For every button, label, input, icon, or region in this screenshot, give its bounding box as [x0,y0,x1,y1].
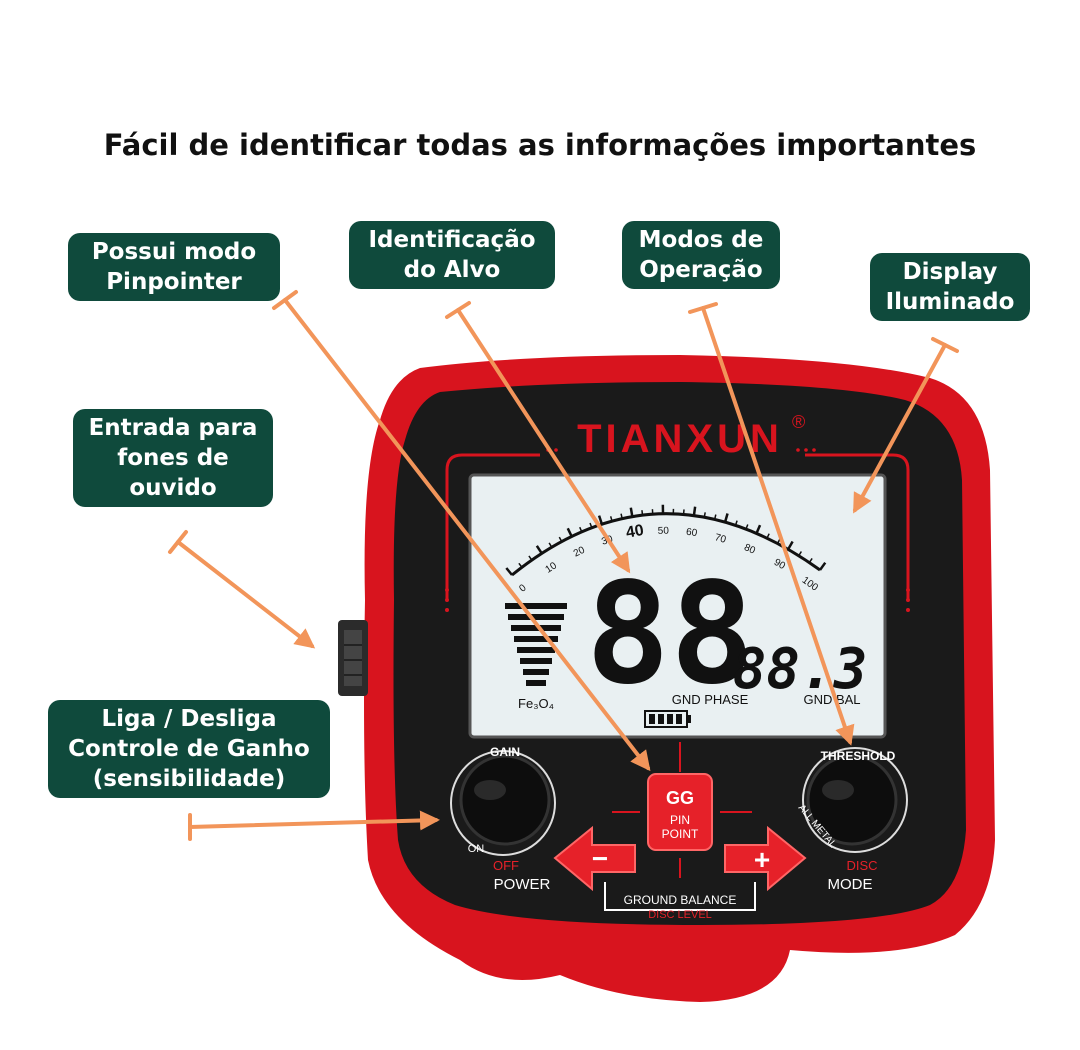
threshold-knob[interactable] [806,754,898,846]
scale-tick [620,513,623,519]
frame-dots-right [906,588,910,612]
ground-balance-bracket [604,882,756,911]
gnd-phase-label: GND PHASE [672,692,749,707]
gain-knob-highlight [474,780,506,800]
pinpoint-gg: GG [666,788,694,808]
threshold-knob-highlight [822,780,854,800]
scale-label: 50 [658,526,670,537]
plus-button[interactable]: + [724,825,807,892]
disc-level-label: DISC LEVEL [648,909,712,921]
disc-label: DISC [846,858,877,873]
brand-logo: TIANXUN [577,417,783,461]
gain-label: GAIN [490,745,520,759]
scale-label: 40 [625,522,645,542]
mode-label: MODE [828,876,873,893]
gain-knob[interactable] [459,754,551,846]
off-label: OFF [493,858,519,873]
fe3o4-label: Fe₃O₄ [518,696,554,711]
minus-icon: − [592,843,608,874]
control-cross-lines [612,742,752,878]
scale-label: 60 [685,527,698,539]
threshold-label: THRESHOLD [821,749,896,763]
registered-mark: ® [792,412,805,432]
on-label: ON [468,843,485,855]
gnd-bal-label: GND BAL [803,692,860,707]
plus-icon: + [754,844,770,875]
scale-tick [692,506,697,516]
scale-tick [641,510,644,516]
ground-balance-label: GROUND BALANCE [624,893,737,907]
headphone-jack [338,620,368,696]
scale-tick [629,507,634,517]
threshold-knob-ring [802,747,908,853]
page-headline: Fácil de identificar todas as informaçõe… [103,128,977,162]
power-label: POWER [494,876,551,893]
scale-tick [703,512,706,518]
pinpoint-line2: POINT [662,827,699,841]
pinpoint-line1: PIN [670,813,690,827]
pinpoint-button[interactable]: GG PIN POINT [647,773,713,851]
minus-button[interactable]: − [553,825,636,892]
